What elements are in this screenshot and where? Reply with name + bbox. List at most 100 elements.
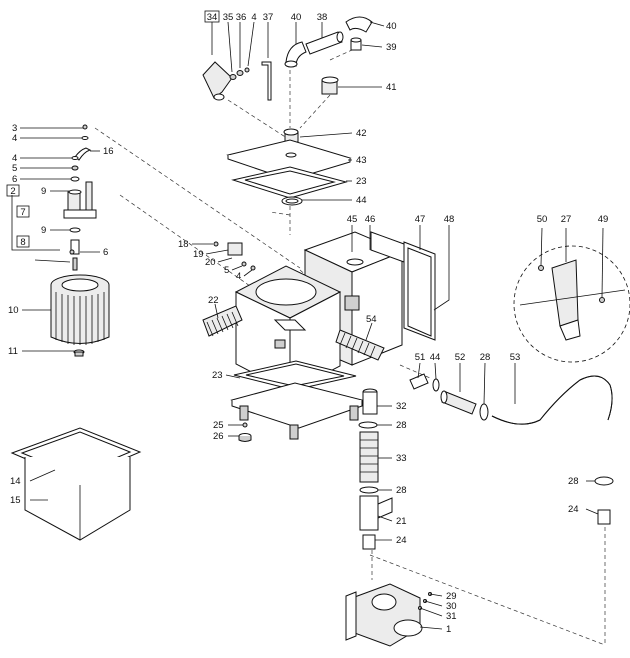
callout-24-far: 24 [568,504,579,515]
callout-29: 29 [446,591,457,602]
callout-5-mid: 5 [224,265,229,276]
callout-5-left: 5 [12,163,17,174]
sleeve-24-far [597,509,611,525]
nut-5-left [71,165,79,171]
nozzle-bracket-34 [202,61,250,101]
callout-16: 16 [103,146,114,157]
callout-28-far: 28 [568,476,579,487]
sleeve-24 [362,534,376,550]
callout-44-top: 44 [356,195,367,206]
callout-4-mid: 4 [236,271,241,282]
tank-15 [24,457,131,541]
screw-3 [82,124,88,130]
callout-46: 46 [365,214,376,225]
callout-42: 42 [356,128,367,139]
callout-32: 32 [396,401,407,412]
clamp-28-far [594,476,614,486]
callout-box-34 [204,10,220,23]
callout-28-right: 28 [480,352,491,363]
callout-45: 45 [347,214,358,225]
callout-4-top: 4 [251,12,256,23]
callout-47: 47 [415,214,426,225]
callout-51: 51 [415,352,426,363]
callout-48: 48 [444,214,455,225]
callout-4-left-a: 4 [12,133,17,144]
cover-48 [403,241,436,341]
detail-circle [513,245,630,363]
callout-21: 21 [396,516,407,527]
ring-44-top [281,196,303,206]
callout-54: 54 [366,314,377,325]
callout-23-bottom: 23 [212,370,223,381]
callout-labels: 34 35 36 4 37 40 38 40 39 41 42 43 23 44… [6,10,609,635]
callout-11: 11 [8,346,18,357]
callout-35: 35 [223,12,234,23]
callout-36: 36 [236,12,247,23]
callout-26: 26 [213,431,224,442]
foot-26 [238,433,252,442]
callout-15: 15 [10,495,21,506]
clamp-28-lower [359,486,379,494]
callout-39: 39 [386,42,397,53]
hose-53 [491,375,613,425]
callout-2: 2 [10,186,15,197]
hose-54 [335,329,385,361]
filter-cartridge-10 [50,274,110,345]
sleeve-39 [350,37,362,51]
switch-19 [213,241,256,271]
callout-53: 53 [510,352,521,363]
callout-6-left: 6 [12,174,17,185]
cap-11 [73,349,85,357]
callout-8: 8 [20,237,25,248]
callout-4-left-b: 4 [12,153,17,164]
coupling-52 [440,390,477,415]
callout-44-right: 44 [430,352,441,363]
elbow-40-left [284,41,307,68]
screw-25 [242,422,248,428]
callout-24-pipe: 24 [396,535,407,546]
callout-9-lower: 9 [41,225,46,236]
callout-31: 31 [446,611,457,622]
callout-34: 34 [207,12,218,23]
hose-16 [74,147,92,161]
gasket-23-bottom [233,360,357,391]
valve-assembly-7 [63,181,97,233]
connector-41 [321,76,339,95]
gasket-23-top [231,166,348,199]
callout-7: 7 [20,207,25,218]
callout-10: 10 [8,305,19,316]
pipe-32 [362,388,378,415]
callout-box-7 [16,205,30,218]
callout-40-right: 40 [386,21,397,32]
clamp-28-upper [358,421,378,429]
callout-9-upper: 9 [41,186,46,197]
float-8 [69,239,80,271]
callout-37: 37 [263,12,274,23]
washer-4-left [81,136,89,140]
callout-18: 18 [178,239,189,250]
callout-28-upper: 28 [396,420,407,431]
callout-box-8 [16,235,30,248]
callout-30: 30 [446,601,457,612]
callout-27: 27 [561,214,572,225]
callout-box-2 [6,184,20,197]
ring-6-left [70,176,80,182]
callout-23-top: 23 [356,176,367,187]
callout-40-left: 40 [291,12,302,23]
callout-41: 41 [386,82,397,93]
callout-1: 1 [446,624,451,635]
callout-22: 22 [208,295,219,306]
hose-33 [359,431,379,483]
hose-22 [202,305,243,337]
callout-20: 20 [205,257,216,268]
callout-49: 49 [598,214,609,225]
callout-50: 50 [537,214,548,225]
ring-44-right [432,378,440,392]
fitting-42 [283,128,299,143]
rod-37 [261,61,272,101]
callout-52: 52 [455,352,466,363]
tube-38 [305,31,344,55]
callout-38: 38 [317,12,328,23]
callout-28-lower: 28 [396,485,407,496]
callout-6-lower: 6 [103,247,108,258]
